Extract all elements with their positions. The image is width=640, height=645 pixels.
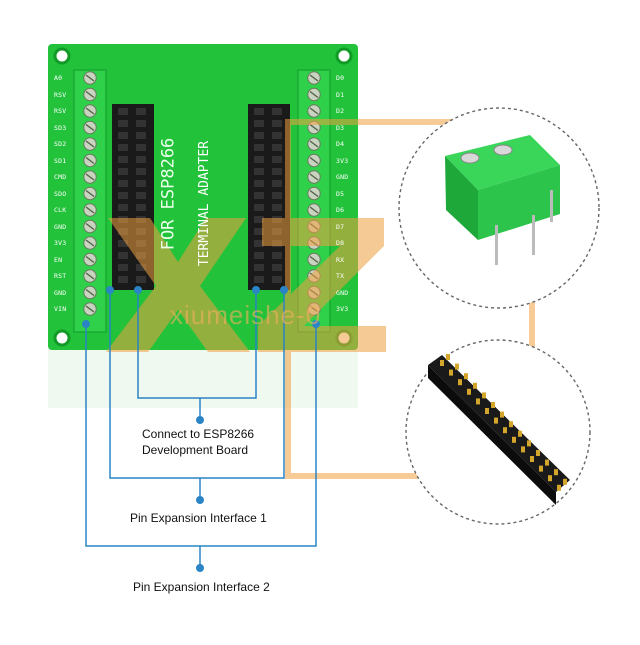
callout-lines (85, 290, 317, 566)
pin-label: RSV (54, 90, 67, 99)
pin-label: 3V3 (336, 305, 349, 313)
mount-hole-top-left (53, 47, 71, 65)
pin-label: 3V3 (54, 239, 67, 247)
watermark-text: xiumeishe-0 (170, 300, 322, 330)
pin-label: D2 (336, 107, 345, 115)
pin-label: GND (54, 222, 67, 231)
pin-label: SDO (54, 189, 67, 198)
pin-label: GND (336, 173, 349, 181)
pin-label: 3V3 (336, 156, 349, 165)
pin-label: EN (54, 255, 63, 264)
pin-label: D4 (336, 140, 345, 148)
pin-label: D7 (336, 222, 345, 231)
pin-label: GND (336, 288, 349, 297)
female-header-closeup (428, 354, 570, 505)
watermark-graphic (106, 119, 535, 479)
pin-label: D1 (336, 90, 345, 99)
mount-hole-bottom-left (53, 329, 71, 347)
pin-label: SD3 (54, 123, 67, 132)
pin-label: D3 (336, 123, 345, 132)
pin-label: RSV (54, 107, 67, 115)
callout-connect-line1: Connect to ESP8266 (142, 427, 255, 441)
pin-label: D0 (336, 74, 345, 82)
pin-label: A0 (54, 74, 63, 82)
pin-label: CLK (54, 206, 67, 214)
board-reflection (48, 348, 358, 408)
pin-label: RX (336, 255, 345, 264)
terminal-block-closeup (445, 135, 560, 265)
pin-label: D8 (336, 239, 345, 247)
callout-connect-line2: Development Board (142, 443, 249, 457)
pin-label: VIN (54, 305, 67, 313)
pin-label: RST (54, 272, 67, 280)
pin-label: SD1 (54, 156, 67, 165)
callout-dots (82, 286, 320, 572)
mount-hole-top-right (335, 47, 353, 65)
callout-pin-expansion-2: Pin Expansion Interface 2 (133, 580, 270, 594)
pin-label: CMD (54, 173, 67, 181)
board-title-line1: FOR ESP8266 (158, 137, 179, 251)
pin-label: GND (54, 288, 67, 297)
pin-label: TX (336, 272, 345, 280)
callout-pin-expansion-1: Pin Expansion Interface 1 (130, 511, 267, 525)
left-terminal-screws (83, 71, 97, 316)
board-title-line2: TERMINAL ADAPTER (197, 140, 213, 267)
pin-label: D5 (336, 189, 345, 198)
pin-label: D6 (336, 206, 345, 214)
pin-label: SD2 (54, 140, 67, 148)
